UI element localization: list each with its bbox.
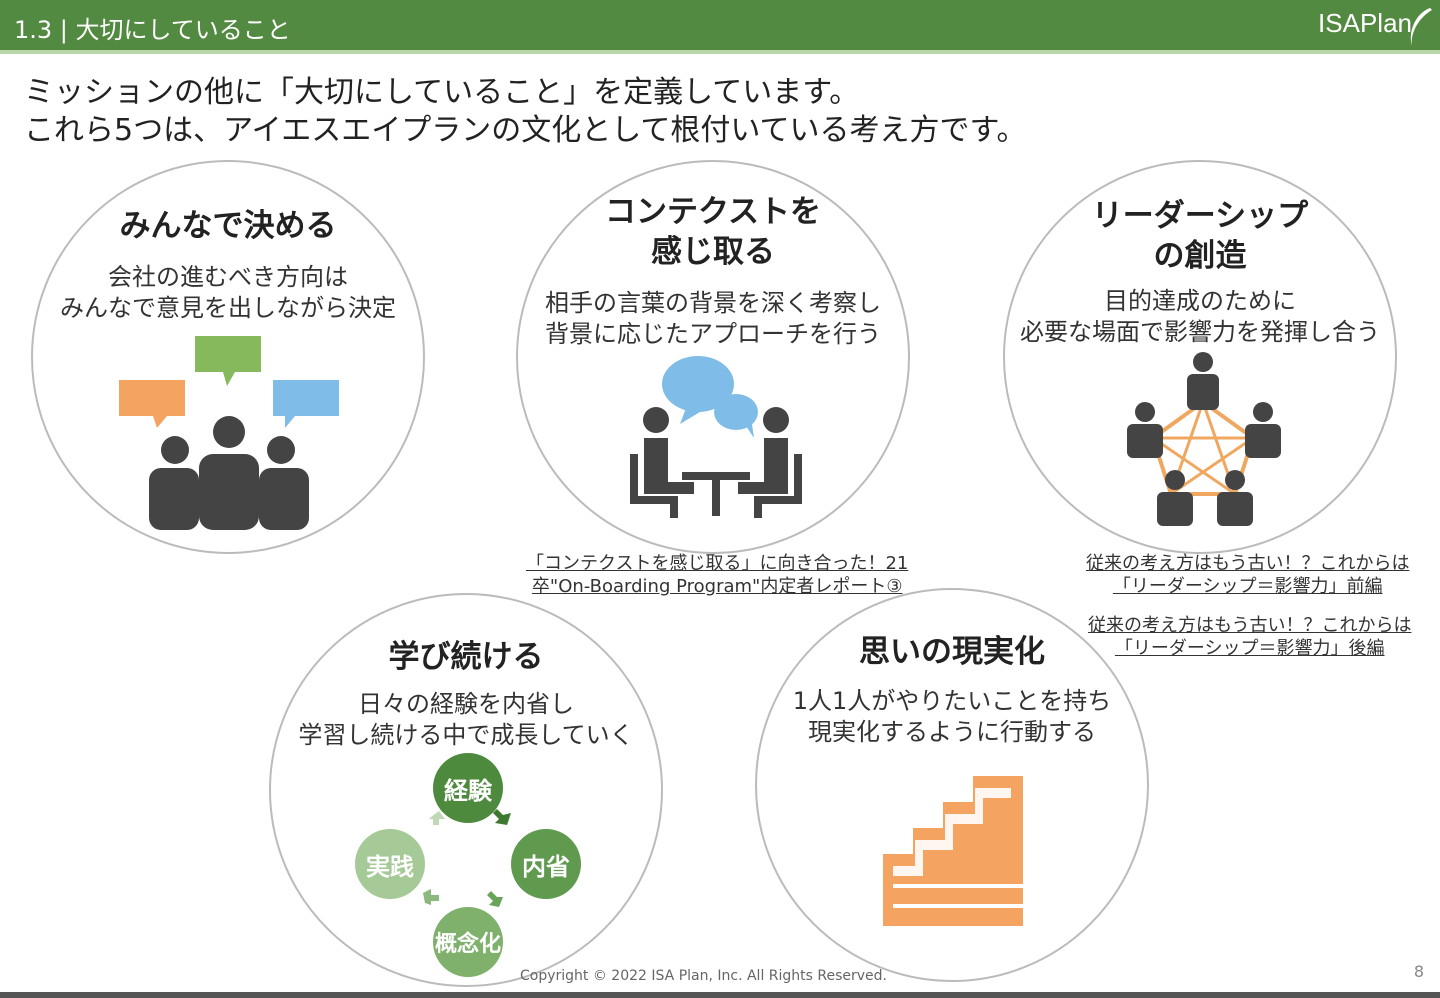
value-desc: 日々の経験を内省し学習し続ける中で成長していく	[298, 690, 634, 749]
network-people-icon	[1127, 352, 1281, 526]
value-title: 学び続ける	[388, 639, 544, 675]
company-logo: ISAPlan	[1318, 8, 1432, 46]
cycle-step-conceptualize: 概念化	[433, 907, 503, 977]
value-title: リーダーシップの創造	[1091, 198, 1309, 274]
cycle-arrows-icon	[423, 809, 511, 907]
value-card-leadership: リーダーシップの創造 目的達成のために必要な場面で影響力を発揮し合う	[1003, 160, 1397, 554]
intro-text: ミッションの他に「大切にしていること」を定義しています。 これら5つは、アイエス…	[24, 74, 1027, 150]
group-discussion-icon	[119, 336, 339, 530]
value-card-decide-together: みんなで決める 会社の進むべき方向はみんなで意見を出しながら決定	[31, 160, 425, 554]
bottom-border	[0, 992, 1440, 998]
value-desc: 目的達成のために必要な場面で影響力を発揮し合う	[1020, 287, 1380, 346]
article-link-leadership-part1[interactable]: 従来の考え方はもう古い！？これからは「リーダーシップ＝影響力」前編	[1086, 553, 1410, 597]
value-card-realize-ideas: 思いの現実化 1人1人がやりたいことを持ち現実化するように行動する	[755, 588, 1149, 982]
logo-text: ISAPlan	[1318, 8, 1412, 38]
meeting-icon	[630, 356, 802, 518]
intro-line-2: これら5つは、アイエスエイプランの文化として根付いている考え方です。	[24, 113, 1027, 148]
cycle-step-experience: 経験	[433, 753, 503, 823]
value-desc: 会社の進むべき方向はみんなで意見を出しながら決定	[60, 263, 396, 322]
stairs-icon	[883, 776, 1023, 926]
value-title: 思いの現実化	[859, 634, 1045, 670]
cycle-step-reflection: 内省	[511, 829, 581, 899]
value-title: コンテクストを感じ取る	[604, 194, 822, 270]
slide-header: 1.3 | 大切にしていること ISAPlan	[0, 0, 1440, 54]
cycle-step-practice: 実践	[355, 829, 425, 899]
article-link-leadership-part2[interactable]: 従来の考え方はもう古い！？これからは「リーダーシップ＝影響力」後編	[1088, 615, 1412, 659]
logo-swoosh-icon	[1410, 8, 1432, 46]
intro-line-1: ミッションの他に「大切にしていること」を定義しています。	[24, 75, 860, 110]
value-card-keep-learning: 学び続ける 日々の経験を内省し学習し続ける中で成長していく 経験 内省 概念化 …	[269, 593, 663, 987]
section-title: 1.3 | 大切にしていること	[14, 16, 291, 44]
value-title: みんなで決める	[119, 208, 337, 244]
value-card-sense-context: コンテクストを感じ取る 相手の言葉の背景を深く考察し背景に応じたアプローチを行う	[516, 160, 910, 554]
value-desc: 1人1人がやりたいことを持ち現実化するように行動する	[792, 687, 1112, 746]
copyright: Copyright © 2022 ISA Plan, Inc. All Righ…	[520, 968, 888, 984]
value-desc: 相手の言葉の背景を深く考察し背景に応じたアプローチを行う	[545, 289, 881, 348]
page-number: 8	[1413, 962, 1424, 981]
